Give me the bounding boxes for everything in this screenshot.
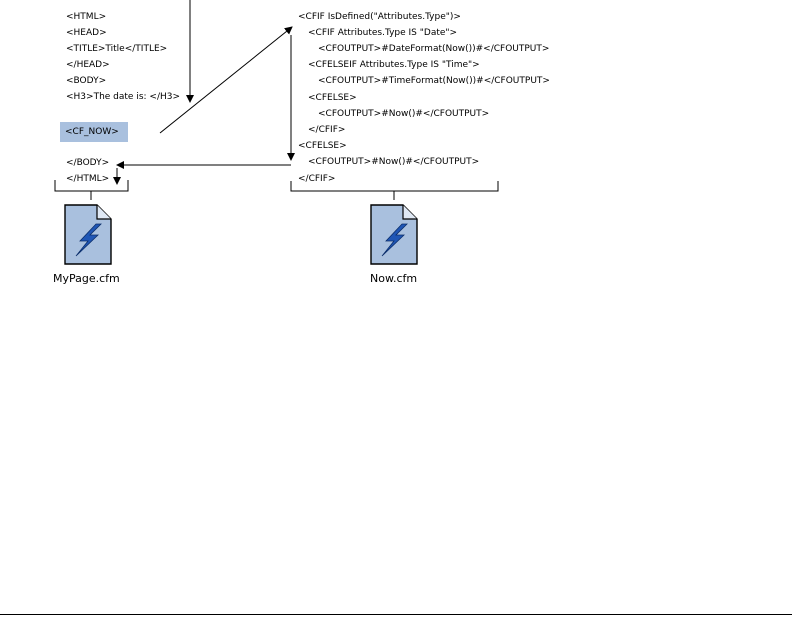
code-line: </HTML>: [66, 174, 110, 184]
code-line: <CFIF IsDefined("Attributes.Type")>: [298, 12, 461, 22]
left-bracket: [54, 180, 129, 200]
code-line: </BODY>: [66, 158, 110, 168]
code-line: <CFELSE>: [308, 93, 357, 103]
code-line: <CFOUTPUT>#TimeFormat(Now())#</CFOUTPUT>: [318, 76, 550, 86]
file-label-mypage: MyPage.cfm: [53, 272, 120, 285]
code-line: <CFOUTPUT>#Now()#</CFOUTPUT>: [308, 157, 480, 167]
code-line: <HEAD>: [66, 28, 107, 38]
code-line: </CFIF>: [308, 125, 346, 135]
code-line: <TITLE>Title</TITLE>: [66, 44, 168, 54]
flow-arrow-call: [159, 26, 293, 134]
code-line: <CFIF Attributes.Type IS "Date">: [308, 28, 458, 38]
bottom-divider: [0, 614, 792, 615]
right-bracket: [290, 181, 499, 200]
code-line: </CFIF>: [298, 174, 336, 184]
coldfusion-file-icon: [370, 204, 418, 265]
custom-tag-label: <CF_NOW>: [65, 127, 119, 137]
code-line: <CFELSE>: [298, 141, 347, 151]
code-line: <HTML>: [66, 12, 107, 22]
file-label-now: Now.cfm: [370, 272, 418, 285]
code-line: <BODY>: [66, 76, 107, 86]
code-line: </HEAD>: [66, 60, 110, 70]
code-line: <H3>The date is: </H3>: [66, 92, 181, 102]
custom-tag-highlight: <CF_NOW>: [60, 122, 128, 142]
code-line: <CFELSEIF Attributes.Type IS "Time">: [308, 60, 480, 70]
code-line: <CFOUTPUT>#DateFormat(Now())#</CFOUTPUT>: [318, 44, 550, 54]
code-line: <CFOUTPUT>#Now()#</CFOUTPUT>: [318, 109, 490, 119]
coldfusion-file-icon: [64, 204, 112, 265]
